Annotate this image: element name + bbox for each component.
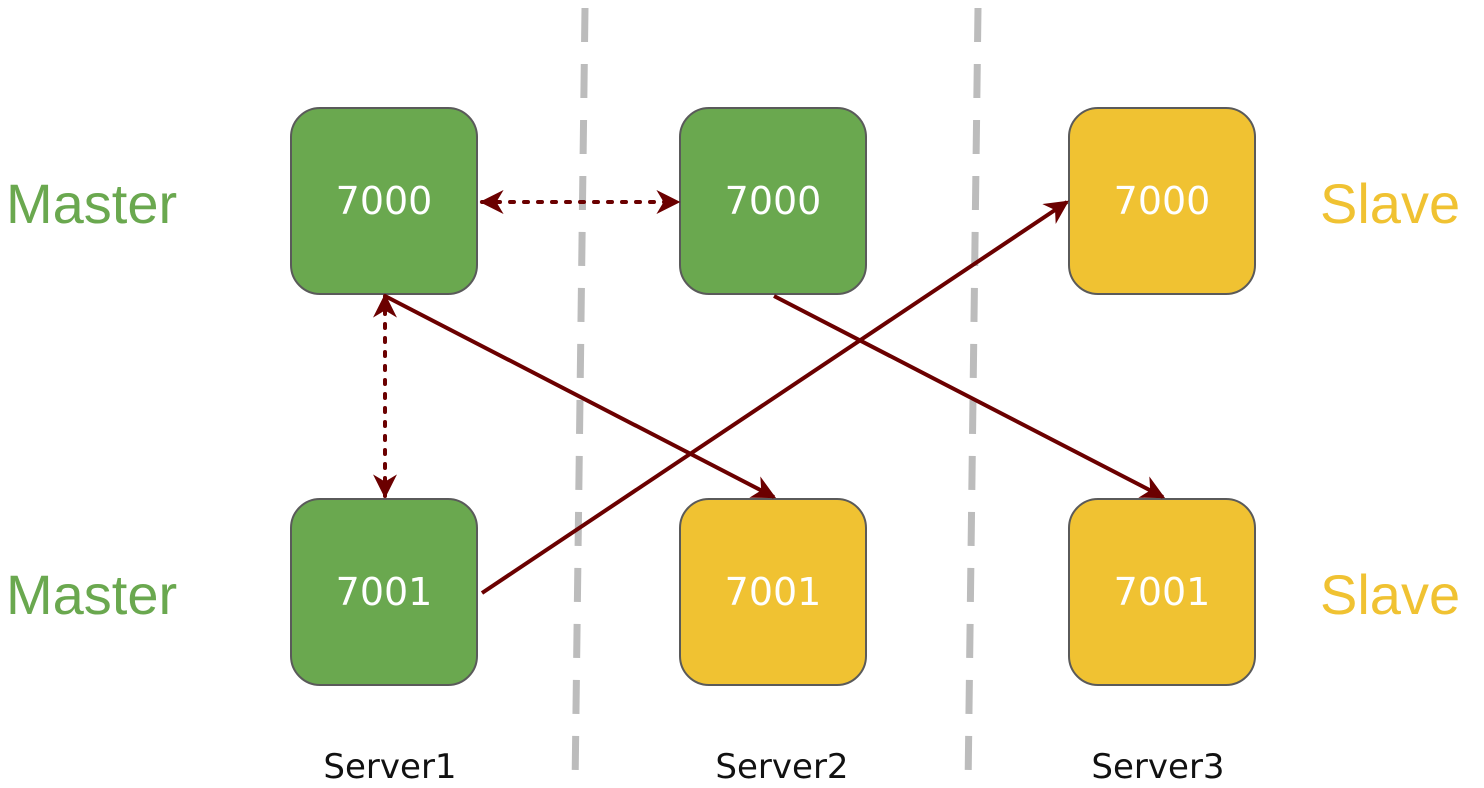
node-server3-7000: 7000 — [1068, 107, 1256, 295]
server-label-server3: Server3 — [1091, 747, 1225, 787]
divider-server1-server2 — [571, 7, 589, 788]
node-port-label: 7000 — [335, 179, 433, 223]
node-port-label: 7001 — [1113, 570, 1211, 614]
node-port-label: 7001 — [724, 570, 822, 614]
role-label-bottom-left: Master — [6, 563, 178, 626]
server-label-server2: Server2 — [715, 747, 849, 787]
node-server1-7000: 7000 — [290, 107, 478, 295]
node-server2-7001: 7001 — [679, 498, 867, 686]
role-label-bottom-right: Slave — [1320, 563, 1461, 626]
node-port-label: 7000 — [724, 179, 822, 223]
role-label-top-right: Slave — [1320, 172, 1461, 235]
node-port-label: 7000 — [1113, 179, 1211, 223]
node-server3-7001: 7001 — [1068, 498, 1256, 686]
divider-server2-server3 — [964, 7, 982, 788]
node-server2-7000: 7000 — [679, 107, 867, 295]
node-server1-7001: 7001 — [290, 498, 478, 686]
role-label-top-left: Master — [6, 172, 178, 235]
server-label-server1: Server1 — [323, 747, 457, 787]
node-port-label: 7001 — [335, 570, 433, 614]
